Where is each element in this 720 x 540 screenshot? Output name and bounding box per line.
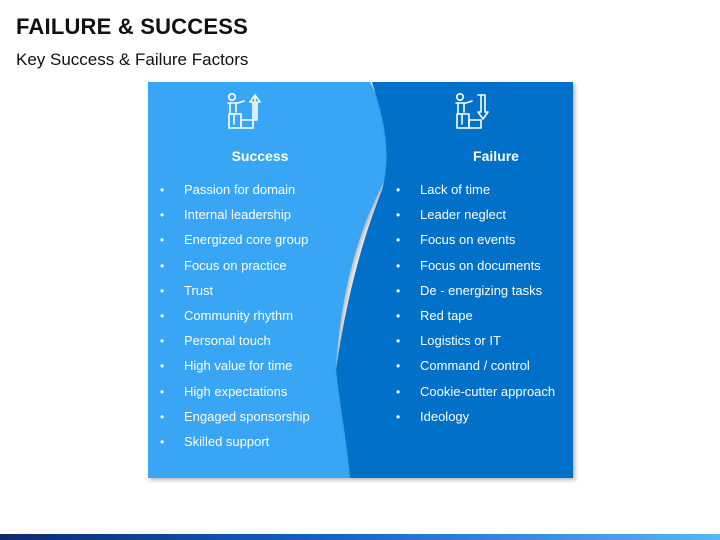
page-title: FAILURE & SUCCESS bbox=[16, 14, 248, 39]
failure-item: Logistics or IT bbox=[396, 333, 596, 358]
success-item: Community rhythm bbox=[160, 308, 360, 333]
success-item: Engaged sponsorship bbox=[160, 409, 360, 434]
failure-item: Ideology bbox=[396, 409, 596, 434]
success-list: Passion for domain Internal leadership E… bbox=[160, 182, 360, 459]
failure-item: De - energizing tasks bbox=[396, 283, 596, 308]
failure-heading: Failure bbox=[473, 148, 519, 164]
failure-item: Focus on documents bbox=[396, 258, 596, 283]
success-item: Passion for domain bbox=[160, 182, 360, 207]
failure-list: Lack of time Leader neglect Focus on eve… bbox=[396, 182, 596, 434]
success-column: Success Passion for domain Internal lead… bbox=[160, 90, 360, 459]
failure-item: Lack of time bbox=[396, 182, 596, 207]
failure-column: Failure Lack of time Leader neglect Focu… bbox=[396, 90, 596, 434]
person-step-down-arrow-icon bbox=[455, 92, 489, 129]
success-item: Internal leadership bbox=[160, 207, 360, 232]
success-item: Energized core group bbox=[160, 232, 360, 257]
failure-item: Focus on events bbox=[396, 232, 596, 257]
failure-item: Command / control bbox=[396, 358, 596, 383]
failure-item: Cookie-cutter approach bbox=[396, 384, 596, 409]
success-item: High value for time bbox=[160, 358, 360, 383]
bottom-accent-bar bbox=[0, 534, 720, 540]
person-step-up-arrow-icon bbox=[227, 92, 261, 129]
failure-item: Leader neglect bbox=[396, 207, 596, 232]
success-item: Skilled support bbox=[160, 434, 360, 459]
page-subtitle: Key Success & Failure Factors bbox=[16, 50, 249, 69]
success-item: Trust bbox=[160, 283, 360, 308]
success-heading: Success bbox=[231, 148, 289, 164]
success-item: Focus on practice bbox=[160, 258, 360, 283]
success-item: High expectations bbox=[160, 384, 360, 409]
success-item: Personal touch bbox=[160, 333, 360, 358]
failure-item: Red tape bbox=[396, 308, 596, 333]
